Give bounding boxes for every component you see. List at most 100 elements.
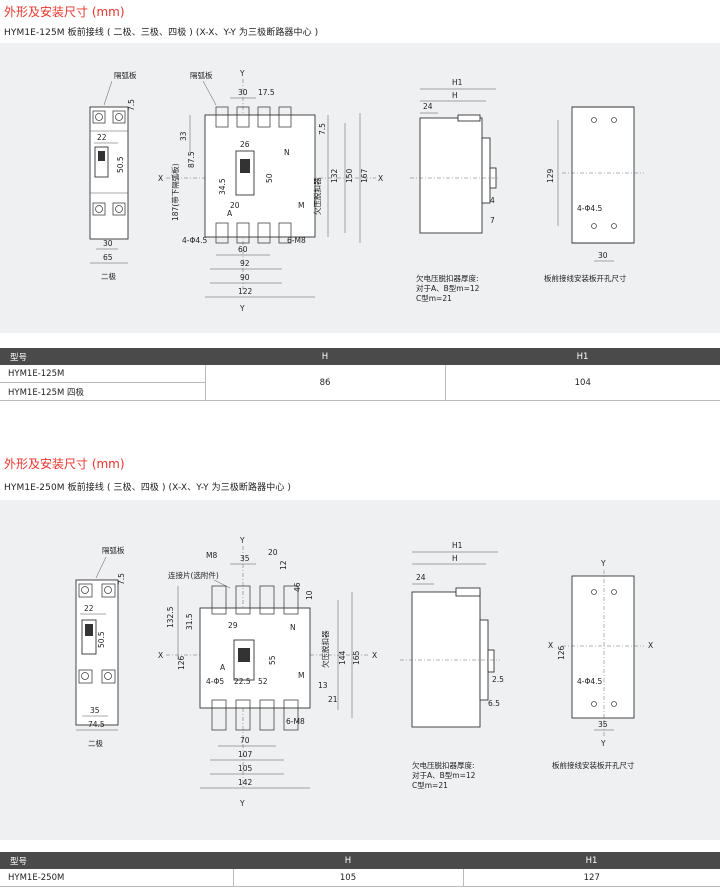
s2-dim-6-m8: 6-M8 [286,717,305,726]
s1-dim-50-5: 50.5 [116,156,125,173]
section1-spec-table: 型号 H H1 HYM1E-125M 86 104 HYM1E-125M 四极 [0,348,720,401]
section2-title: 外形及安装尺寸 (mm) [4,457,125,471]
s1-two-pole-label: 二极 [101,271,116,281]
s2-mount-plate [571,575,635,719]
s1-rear-total: 187(带下隔弧板) [170,163,180,221]
s2-arc-plate-label: 隔弧板 [102,545,125,555]
s2-dim-7-5: 7.5 [117,573,126,585]
s2-panel-x-left: X [548,641,553,650]
s2-a-label: A [220,663,226,672]
s1-th-h: H [205,348,445,365]
s2-th-h1: H1 [463,852,720,869]
s1-dim-30: 30 [103,239,113,248]
s2-dim-70: 70 [240,736,250,745]
s1-arc-plate-label: 隔弧板 [114,70,137,80]
s2-h-value: 105 [233,869,464,887]
s1-arc-plate-label-b: 隔弧板 [190,70,213,80]
s1-dim-122: 122 [238,287,253,296]
s2-dim-55: 55 [268,655,277,665]
s1-dim-7-5: 7.5 [127,99,136,111]
s2-note1: 欠电压脱扣器厚度: [412,760,475,770]
s1-dim-22: 22 [97,133,107,142]
s1-m-label: M [298,201,304,210]
s2-dim-13: 13 [318,681,328,690]
s2-dim-52: 52 [258,677,268,686]
s2-two-pole-label: 二极 [88,738,103,748]
s2-main-handle [238,648,250,662]
s2-m-label: M [298,671,304,680]
s1-y-top: Y [239,69,245,78]
s2-dim-126: 126 [177,655,186,670]
s1-note1: 欠电压脱扣器厚度: [416,273,479,283]
s2-dim-132-5: 132.5 [166,606,175,628]
s2-dim-20: 20 [268,548,278,557]
s2-panel-35: 35 [598,720,608,729]
s1-side-7: 7 [490,216,495,225]
s1-a-label: A [227,209,233,218]
s2-dim-21: 21 [328,695,338,704]
s2-n-label: N [290,623,296,632]
s1-dim-4-phi: 4-Φ4.5 [182,236,208,245]
s1-dim-132: 132 [330,168,339,183]
section1-drawing: 隔弧板 7.5 22 50.5 30 65 二极 Y Y 隔弧板 X X [89,69,644,313]
s2-breaker-body [199,607,311,709]
s1-dim-65: 65 [103,253,113,262]
s1-dim-30b: 30 [238,88,248,97]
s1-x-left: X [158,174,163,183]
s2-dim-10: 10 [305,590,314,600]
s1-panel-129: 129 [546,168,555,183]
s2-panel-126: 126 [557,645,566,660]
s1-dim-92: 92 [240,259,250,268]
section2-drawing-panel: 隔弧板 7.5 22 50.5 35 74.5 二极 Y Y M8 连接片(选附… [0,500,720,840]
s2-h1-value: 127 [463,869,720,887]
s1-dim-167: 167 [360,168,369,183]
s2-panel-y-bottom: Y [600,739,606,748]
s2-dim-144: 144 [338,650,347,665]
section2-subtitle: HYM1E-250M 板前接线 ( 三极、四极 ) (X-X、Y-Y 为三极断路… [4,483,291,493]
s2-th-model: 型号 [0,852,233,869]
s2-note3: C型m=21 [412,781,448,790]
s2-dim-105: 105 [238,764,253,773]
s2-panel-y-top: Y [600,559,606,568]
s2-handle [85,624,93,636]
s2-dim-35b: 35 [240,554,250,563]
s1-side-h: H [452,91,458,100]
table-row: HYM1E-125M 86 104 [0,365,720,401]
s2-side-24: 24 [416,573,426,582]
s2-dim-165: 165 [352,650,361,665]
s1-n-label: N [284,148,290,157]
s1-h-value: 86 [205,365,446,401]
s2-dim-50-5: 50.5 [97,631,106,648]
s2-side-h1: H1 [452,541,463,550]
s2-dim-35: 35 [90,706,100,715]
s1-mount-panel: 129 4-Φ4.5 30 板前接线安装板开孔尺寸 [544,106,644,283]
s1-two-pole-view: 隔弧板 7.5 22 50.5 30 65 二极 [89,70,137,281]
section2-drawing: 隔弧板 7.5 22 50.5 35 74.5 二极 Y Y M8 连接片(选附… [75,536,653,808]
s1-dim-6-m8: 6-M8 [287,236,306,245]
s2-terminal-label: 连接片(选附件) [168,570,219,580]
s1-dim-87-5: 87.5 [187,151,196,168]
s1-dim-90: 90 [240,273,250,282]
s1-note3: C型m=21 [416,294,452,303]
s2-dim-46: 46 [293,582,302,592]
s2-y-top: Y [239,536,245,545]
s2-panel-caption: 板前接线安装板开孔尺寸 [552,760,635,770]
s1-dim-50: 50 [265,173,274,183]
s2-front-view: Y Y M8 连接片(选附件) X X 35 20 12 46 10 132.5… [158,536,377,808]
s2-panel-x-right: X [648,641,653,650]
s2-side-view: H1 H 24 2.5 6.5 欠电压脱扣器厚度: 对于A、B型m=12 C型m… [400,541,504,790]
s2-x-left: X [158,651,163,660]
s2-note2: 对于A、B型m=12 [412,770,476,780]
s2-dim-107: 107 [238,750,253,759]
s2-dim-31-5: 31.5 [185,613,194,630]
s1-dim-150: 150 [345,168,354,183]
s1-side-24: 24 [423,102,433,111]
s1-panel-30: 30 [598,251,608,260]
s1-side-4: 4 [490,196,495,205]
s2-m8-label: M8 [206,551,217,560]
s1-front-view: Y Y 隔弧板 X X 30 17.5 33 26 87.5 34.5 50 N… [158,69,383,313]
s2-model-a: HYM1E-250M [0,869,234,887]
s1-note2: 对于A、B型m=12 [416,283,480,293]
section2-spec-table: 型号 H H1 HYM1E-250M 105 127 [0,852,720,887]
s1-dim-17-5: 17.5 [258,88,275,97]
